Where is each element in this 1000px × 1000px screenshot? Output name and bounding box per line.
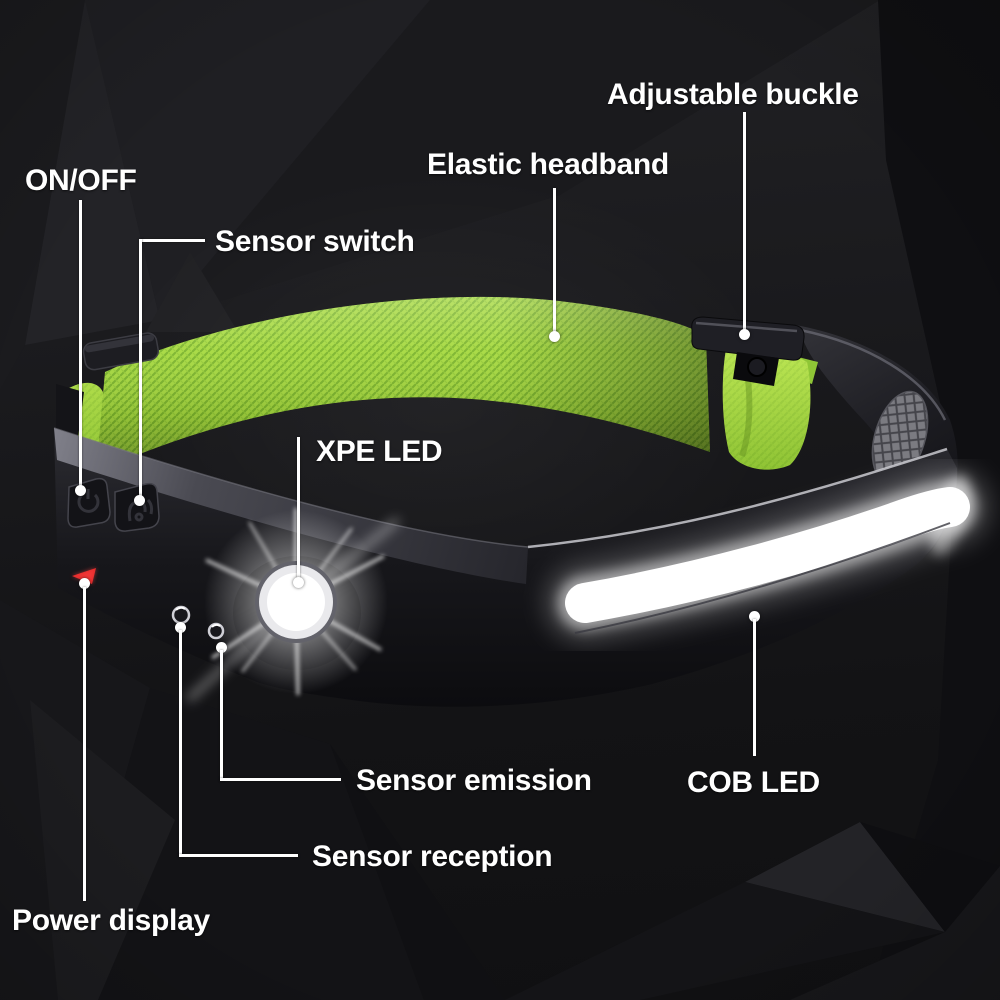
sensor-reception-dot [171, 605, 191, 625]
leader-line-cob-led [753, 619, 756, 756]
leader-dot-adjustable-buckle [739, 329, 750, 340]
label-xpe-led: XPE LED [316, 435, 443, 468]
leader-dot-sensor-reception [175, 622, 186, 633]
label-sensor-reception: Sensor reception [312, 840, 553, 873]
leader-dot-sensor-emission [216, 642, 227, 653]
leader-dot-xpe-led [293, 577, 304, 588]
power-indicator [72, 568, 96, 584]
label-power-display: Power display [12, 904, 210, 937]
power-button [67, 477, 111, 528]
sensor-emission-dot [207, 622, 225, 640]
leader-dot-elastic-headband [549, 331, 560, 342]
label-elastic-headband: Elastic headband [427, 148, 669, 181]
cob-led-strip [545, 467, 990, 643]
power-icon [77, 489, 100, 513]
label-cob-led: COB LED [687, 766, 820, 799]
label-sensor-switch: Sensor switch [215, 225, 415, 258]
leader-line-sensor-emission-v [220, 650, 223, 781]
leader-line-elastic-headband [553, 188, 556, 334]
body-edge-highlight [527, 447, 948, 549]
label-adjustable-buckle: Adjustable buckle [607, 78, 859, 111]
silicone-arm-highlight [799, 328, 947, 421]
label-sensor-emission: Sensor emission [356, 764, 592, 797]
leader-line-xpe-led [297, 437, 300, 579]
leader-dot-power-display [79, 578, 90, 589]
leader-line-sensor-switch-h [140, 239, 205, 242]
leader-dot-on-off [75, 485, 86, 496]
leader-line-sensor-reception-v [179, 630, 182, 857]
leader-dot-cob-led [749, 611, 760, 622]
leader-line-power-display [83, 587, 86, 901]
adjustable-buckle-part [691, 316, 805, 386]
body-edge-highlight-left [53, 427, 529, 548]
leader-line-sensor-switch-v [139, 239, 142, 498]
leader-dot-sensor-switch [134, 495, 145, 506]
leader-line-sensor-reception-h [179, 854, 298, 857]
leader-line-sensor-emission-h [220, 778, 341, 781]
headband-end-tip [56, 384, 84, 438]
leader-line-adjustable-buckle [743, 112, 746, 332]
lamp-body-top-facet [54, 428, 528, 584]
xpe-led-lens [186, 508, 400, 702]
label-on-off: ON/OFF [25, 164, 137, 197]
leader-line-on-off [79, 200, 82, 487]
sensor-switch-button [114, 482, 160, 532]
